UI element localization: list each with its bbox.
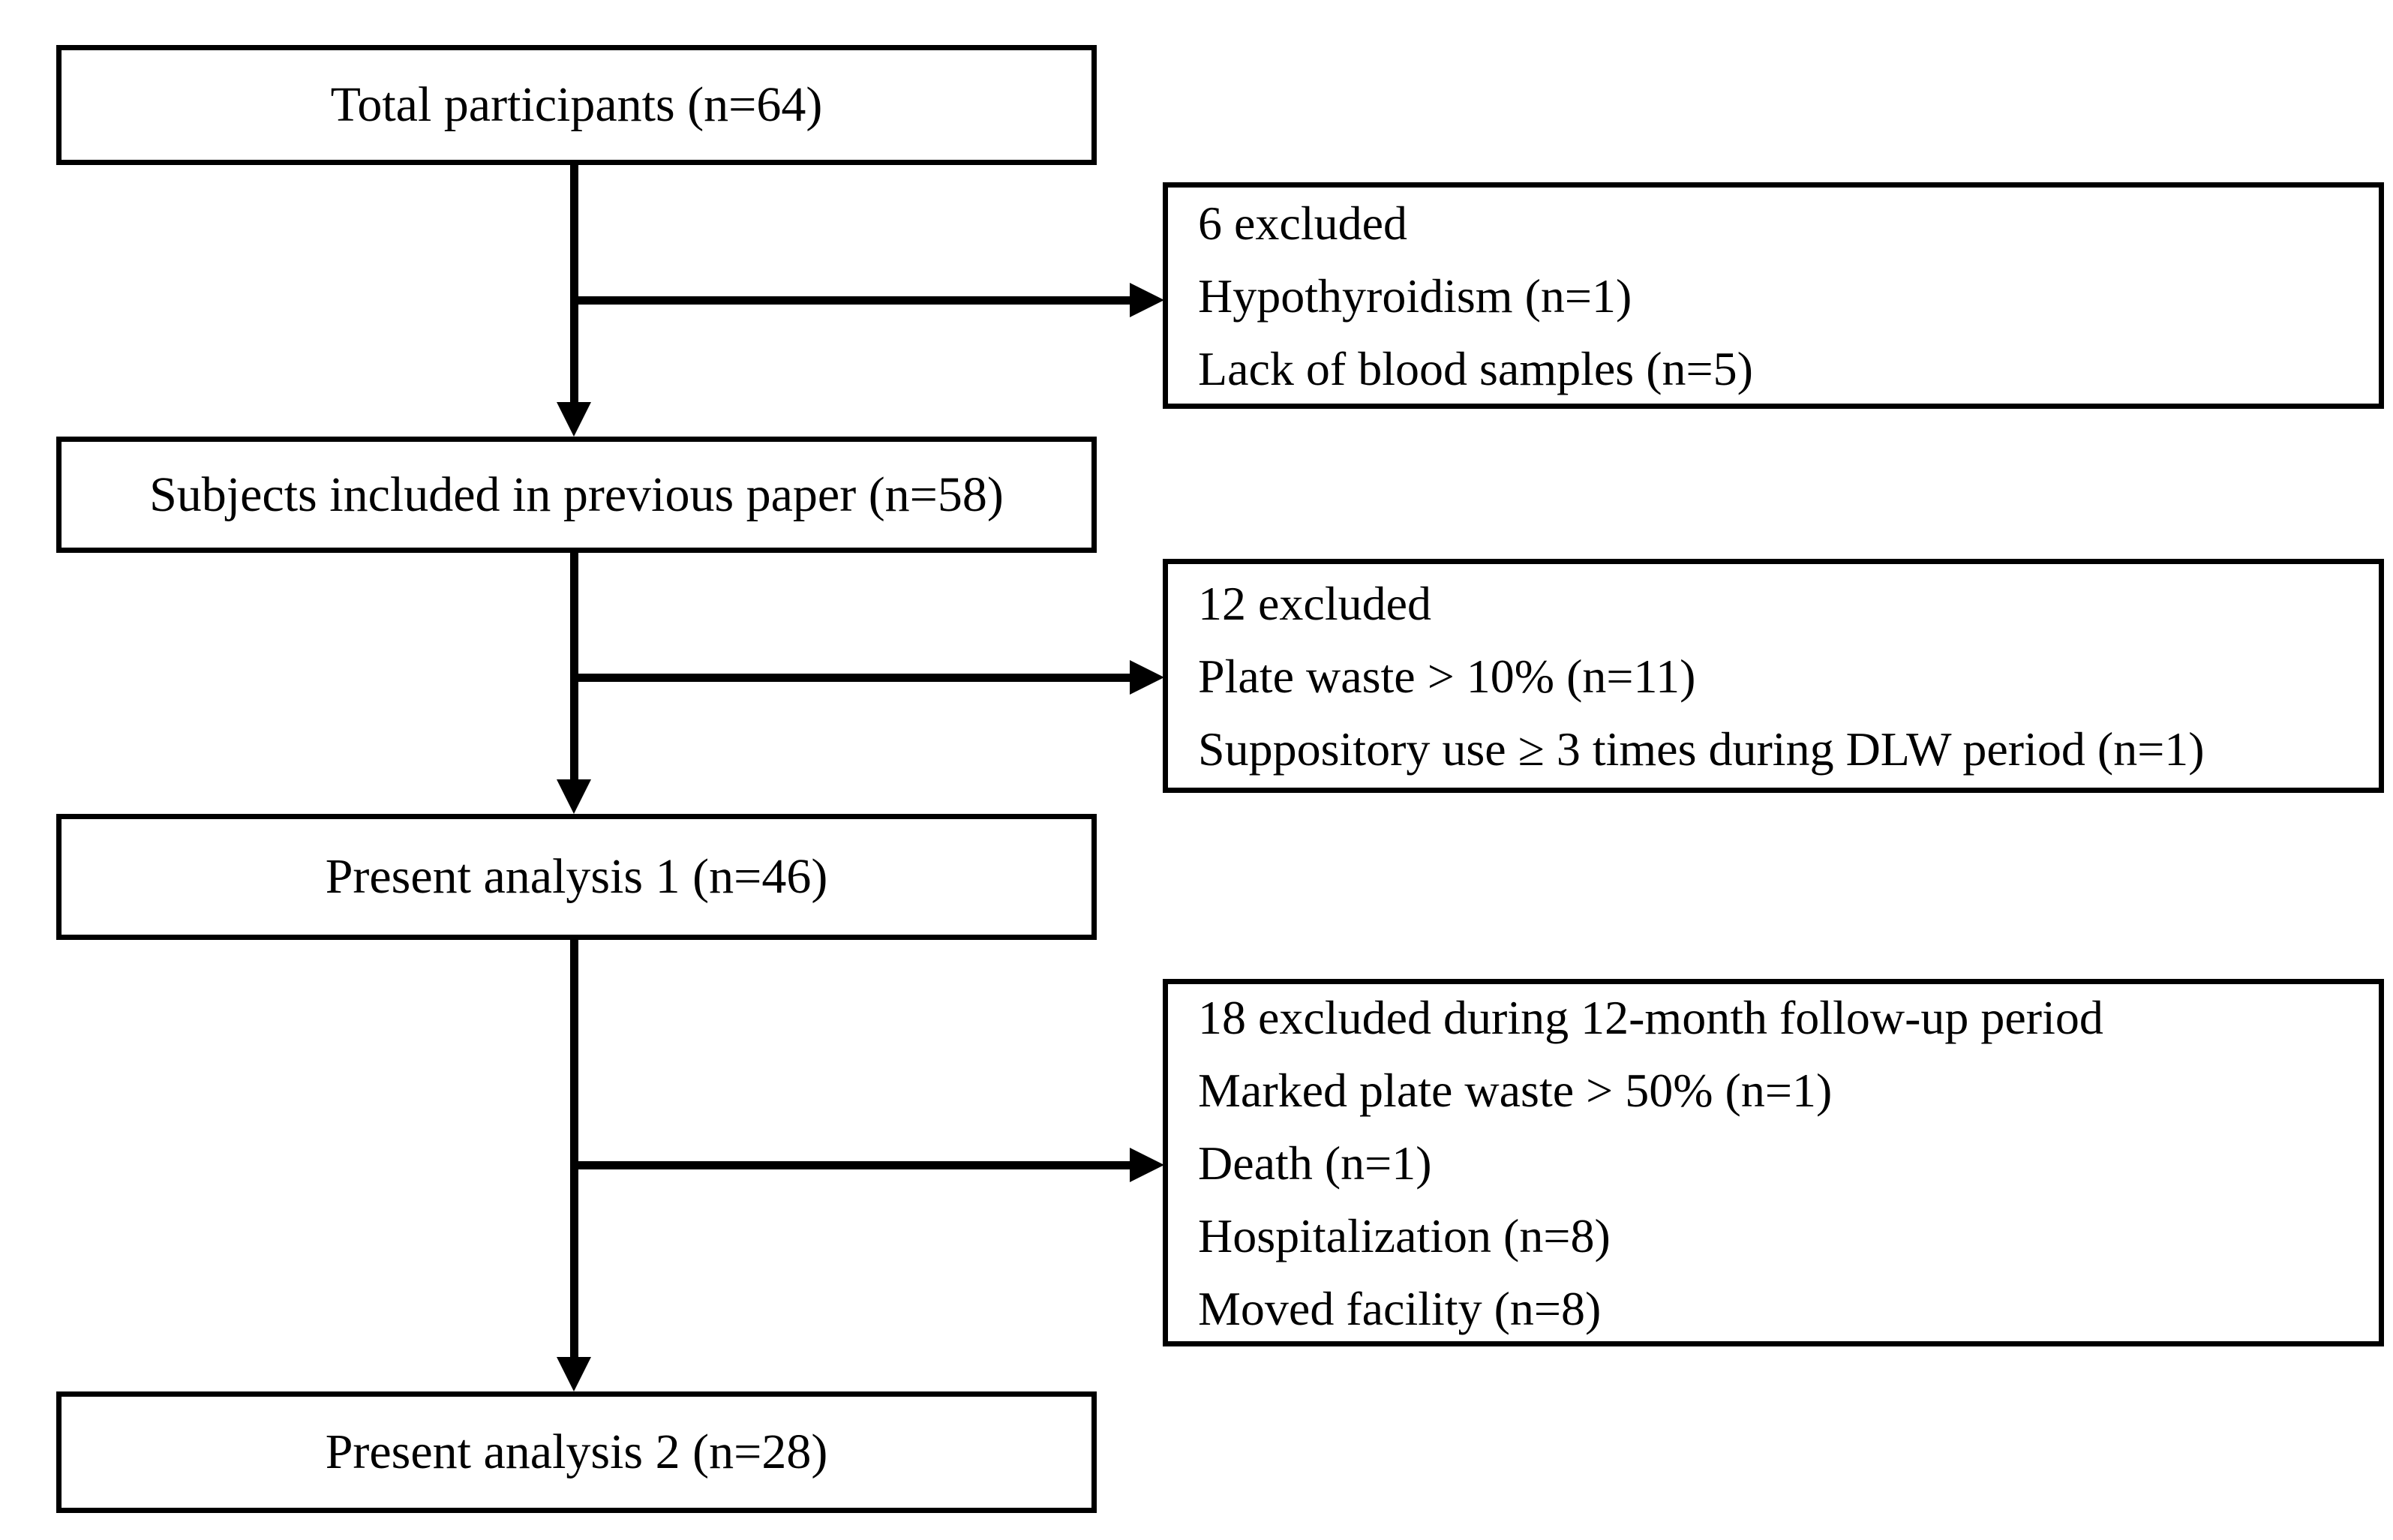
- flow-box-label: Total participants (n=64): [330, 77, 823, 132]
- exclusion-line: Hospitalization (n=8): [1198, 1208, 1611, 1262]
- exclusion-line: Moved facility (n=8): [1198, 1281, 1602, 1335]
- flow-box-previous-paper: Subjects included in previous paper (n=5…: [56, 437, 1097, 553]
- arrow-analysis1-to-analysis2-shaft: [570, 940, 578, 1358]
- flow-box-present-analysis-1: Present analysis 1 (n=46): [56, 814, 1097, 940]
- flow-box-total-participants: Total participants (n=64): [56, 45, 1097, 165]
- arrow-right-icon: [1130, 283, 1164, 317]
- arrow-total-to-previous-shaft: [570, 165, 578, 404]
- flow-box-present-analysis-2: Present analysis 2 (n=28): [56, 1391, 1097, 1513]
- arrow-down-icon: [557, 1357, 591, 1391]
- exclusion-line: Marked plate waste > 50% (n=1): [1198, 1063, 1833, 1117]
- arrow-right-icon: [1130, 660, 1164, 695]
- arrow-branch-exclusion-1-shaft: [574, 296, 1130, 305]
- arrow-branch-exclusion-3-shaft: [574, 1161, 1130, 1169]
- flow-box-label: Subjects included in previous paper (n=5…: [149, 467, 1004, 522]
- arrow-right-icon: [1130, 1148, 1164, 1182]
- exclusion-line: Suppository use ≥ 3 times during DLW per…: [1198, 722, 2205, 776]
- arrow-previous-to-analysis1-shaft: [570, 553, 578, 781]
- exclusion-line: Death (n=1): [1198, 1136, 1432, 1190]
- exclusion-line: Lack of blood samples (n=5): [1198, 341, 1753, 395]
- exclusion-line: 6 excluded: [1198, 196, 1407, 250]
- arrow-branch-exclusion-2-shaft: [574, 674, 1130, 682]
- exclusion-box-3: 18 excluded during 12-month follow-up pe…: [1163, 979, 2384, 1346]
- exclusion-box-1: 6 excluded Hypothyroidism (n=1) Lack of …: [1163, 182, 2384, 409]
- exclusion-line: Hypothyroidism (n=1): [1198, 269, 1632, 323]
- exclusion-line: Plate waste > 10% (n=11): [1198, 649, 1696, 703]
- exclusion-box-2: 12 excluded Plate waste > 10% (n=11) Sup…: [1163, 559, 2384, 793]
- flow-box-label: Present analysis 1 (n=46): [325, 849, 828, 904]
- exclusion-line: 12 excluded: [1198, 576, 1431, 630]
- arrow-down-icon: [557, 402, 591, 437]
- arrow-down-icon: [557, 779, 591, 814]
- flow-box-label: Present analysis 2 (n=28): [325, 1424, 828, 1479]
- exclusion-line: 18 excluded during 12-month follow-up pe…: [1198, 990, 2103, 1044]
